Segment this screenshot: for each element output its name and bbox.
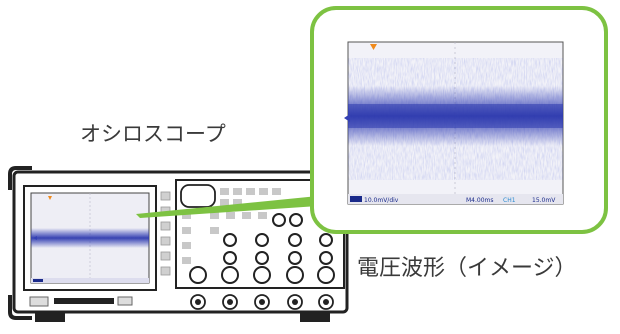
callout-pointer	[136, 196, 318, 218]
bnc-connectors	[190, 294, 334, 310]
readout-timebase: M4.00ms	[466, 197, 494, 204]
oscilloscope	[8, 166, 349, 322]
waveform-label: 電圧波形（イメージ）	[357, 256, 577, 281]
small-waveform	[31, 228, 149, 248]
readout-trigger: 15.0mV	[532, 197, 556, 204]
zoomed-waveform-callout: 10.0mV/div M4.00ms CH1 15.0mV	[310, 6, 608, 234]
oscilloscope-label: オシロスコープ	[80, 122, 226, 146]
trigger-marker-icon	[370, 44, 377, 50]
ground-marker-icon	[344, 114, 350, 122]
readout-scale: 10.0mV/div	[364, 197, 399, 204]
readout-channel: CH1	[503, 197, 516, 204]
